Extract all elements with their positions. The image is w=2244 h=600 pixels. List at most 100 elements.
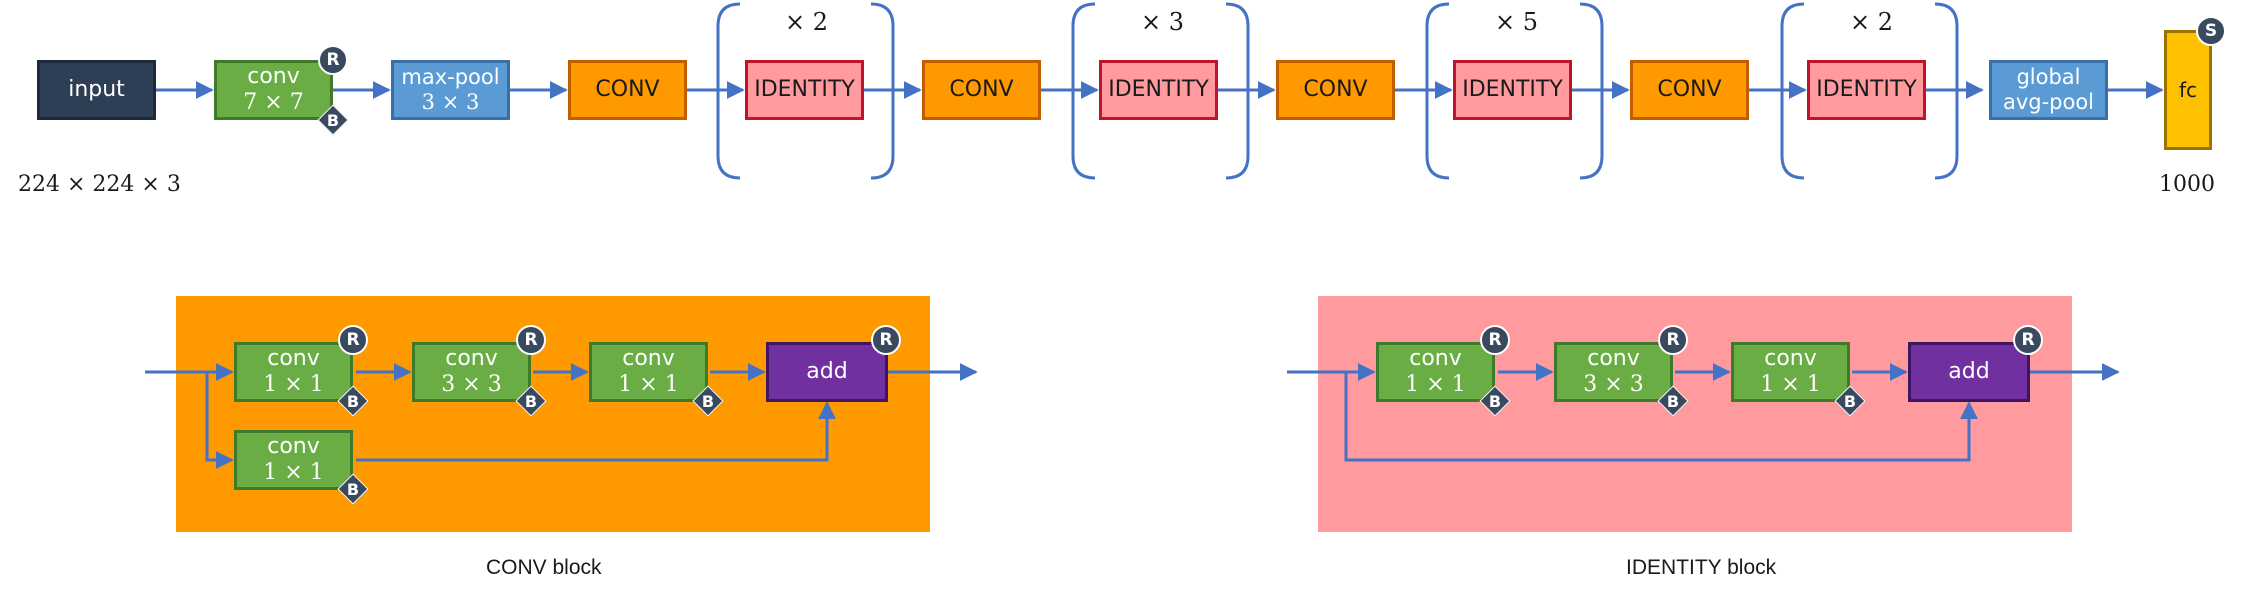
batchnorm-letter: B [701, 391, 715, 411]
relu-letter: R [2021, 330, 2035, 350]
identity-block-caption: IDENTITY block [1626, 556, 1777, 579]
conv-label: conv [1409, 345, 1462, 371]
add-label: add [806, 358, 848, 384]
batchnorm-letter: B [326, 110, 340, 130]
stage-label: CONV [1657, 76, 1722, 102]
stage-label: CONV [949, 76, 1014, 102]
relu-badge: R [338, 325, 368, 355]
relu-badge: R [2013, 325, 2043, 355]
relu-badge: R [318, 45, 348, 75]
batchnorm-letter: B [524, 391, 538, 411]
shortcut-arrow [1344, 372, 1978, 462]
avgpool-label-line1: global [2016, 64, 2081, 89]
identity-block-panel [1318, 296, 2072, 532]
conv-label: conv [622, 345, 675, 371]
conv1x1-node: conv 1 × 1 [1731, 342, 1850, 402]
conv3x3-node: conv 3 × 3 [1554, 342, 1673, 402]
add-node: add [766, 342, 888, 402]
relu-badge: R [1658, 325, 1688, 355]
repeat-bracket-close [870, 2, 895, 180]
shortcut-arrow [205, 372, 234, 469]
avgpool-label-line2: avg-pool [2002, 90, 2095, 114]
stage-label: IDENTITY [1816, 76, 1917, 102]
identity-stage-node: IDENTITY [1099, 60, 1218, 120]
batchnorm-badge: B [338, 474, 368, 504]
identity-stage-node: IDENTITY [1453, 60, 1572, 120]
kernel-size: 1 × 1 [263, 460, 324, 485]
conv7x7-node: conv 7 × 7 [214, 60, 333, 120]
conv-stage-node: CONV [568, 60, 687, 120]
kernel-size: 3 × 3 [1583, 372, 1644, 397]
relu-letter: R [326, 50, 340, 70]
conv-label: conv [267, 433, 320, 459]
relu-letter: R [346, 330, 360, 350]
conv-label: conv [1587, 345, 1640, 371]
repeat-bracket-open [1425, 2, 1450, 180]
identity-stage-node: IDENTITY [1807, 60, 1926, 120]
conv-stage-node: CONV [1276, 60, 1395, 120]
conv-stage-node: CONV [922, 60, 1041, 120]
batchnorm-badge: B [338, 386, 368, 416]
repeat-count: × 2 [1850, 8, 1894, 36]
stage-label: IDENTITY [1462, 76, 1563, 102]
repeat-bracket-close [1934, 2, 1959, 180]
conv1x1-node: conv 1 × 1 [1376, 342, 1495, 402]
repeat-count: × 2 [785, 8, 829, 36]
conv1x1-node: conv 1 × 1 [234, 342, 353, 402]
stage-label: IDENTITY [1108, 76, 1209, 102]
identity-stage-node: IDENTITY [745, 60, 864, 120]
repeat-bracket-open [716, 2, 741, 180]
softmax-badge: S [2196, 16, 2226, 46]
repeat-bracket-close [1225, 2, 1250, 180]
shortcut-conv1x1-node: conv 1 × 1 [234, 430, 353, 490]
maxpool-label: max-pool [401, 64, 500, 89]
conv-label: conv [247, 63, 300, 89]
fc-node: fc [2164, 30, 2212, 150]
kernel-size: 7 × 7 [243, 90, 304, 115]
conv-label: conv [267, 345, 320, 371]
repeat-bracket-open [1071, 2, 1096, 180]
input-dimensions: 224 × 224 × 3 [18, 172, 181, 197]
repeat-count: × 5 [1495, 8, 1539, 36]
input-label: input [68, 76, 125, 102]
batchnorm-letter: B [1843, 391, 1857, 411]
conv-stage-node: CONV [1630, 60, 1749, 120]
batchnorm-badge: B [1835, 386, 1865, 416]
repeat-bracket-close [1579, 2, 1604, 180]
conv3x3-node: conv 3 × 3 [412, 342, 531, 402]
batchnorm-badge: B [1658, 386, 1688, 416]
conv-block-caption: CONV block [486, 556, 602, 579]
relu-letter: R [1666, 330, 1680, 350]
batchnorm-badge: B [516, 386, 546, 416]
kernel-size: 1 × 1 [263, 372, 324, 397]
batchnorm-badge: B [1480, 386, 1510, 416]
relu-letter: R [524, 330, 538, 350]
kernel-size: 3 × 3 [441, 372, 502, 397]
batchnorm-badge: B [318, 105, 348, 135]
repeat-bracket-open [1780, 2, 1805, 180]
relu-badge: R [871, 325, 901, 355]
input-node: input [37, 60, 156, 120]
batchnorm-letter: B [346, 391, 360, 411]
output-dimensions: 1000 [2159, 172, 2215, 197]
stage-label: CONV [595, 76, 660, 102]
relu-letter: R [879, 330, 893, 350]
conv-label: conv [1764, 345, 1817, 371]
kernel-size: 1 × 1 [1760, 372, 1821, 397]
batchnorm-letter: B [1666, 391, 1680, 411]
kernel-size: 1 × 1 [1405, 372, 1466, 397]
kernel-size: 1 × 1 [618, 372, 679, 397]
maxpool-node: max-pool 3 × 3 [391, 60, 510, 120]
repeat-count: × 3 [1141, 8, 1185, 36]
relu-badge: R [1480, 325, 1510, 355]
global-avgpool-node: global avg-pool [1989, 60, 2108, 120]
batchnorm-badge: B [693, 386, 723, 416]
pool-size: 3 × 3 [421, 90, 480, 114]
stage-label: CONV [1303, 76, 1368, 102]
batchnorm-letter: B [1488, 391, 1502, 411]
softmax-letter: S [2204, 21, 2218, 41]
batchnorm-letter: B [346, 479, 360, 499]
stage-label: IDENTITY [754, 76, 855, 102]
